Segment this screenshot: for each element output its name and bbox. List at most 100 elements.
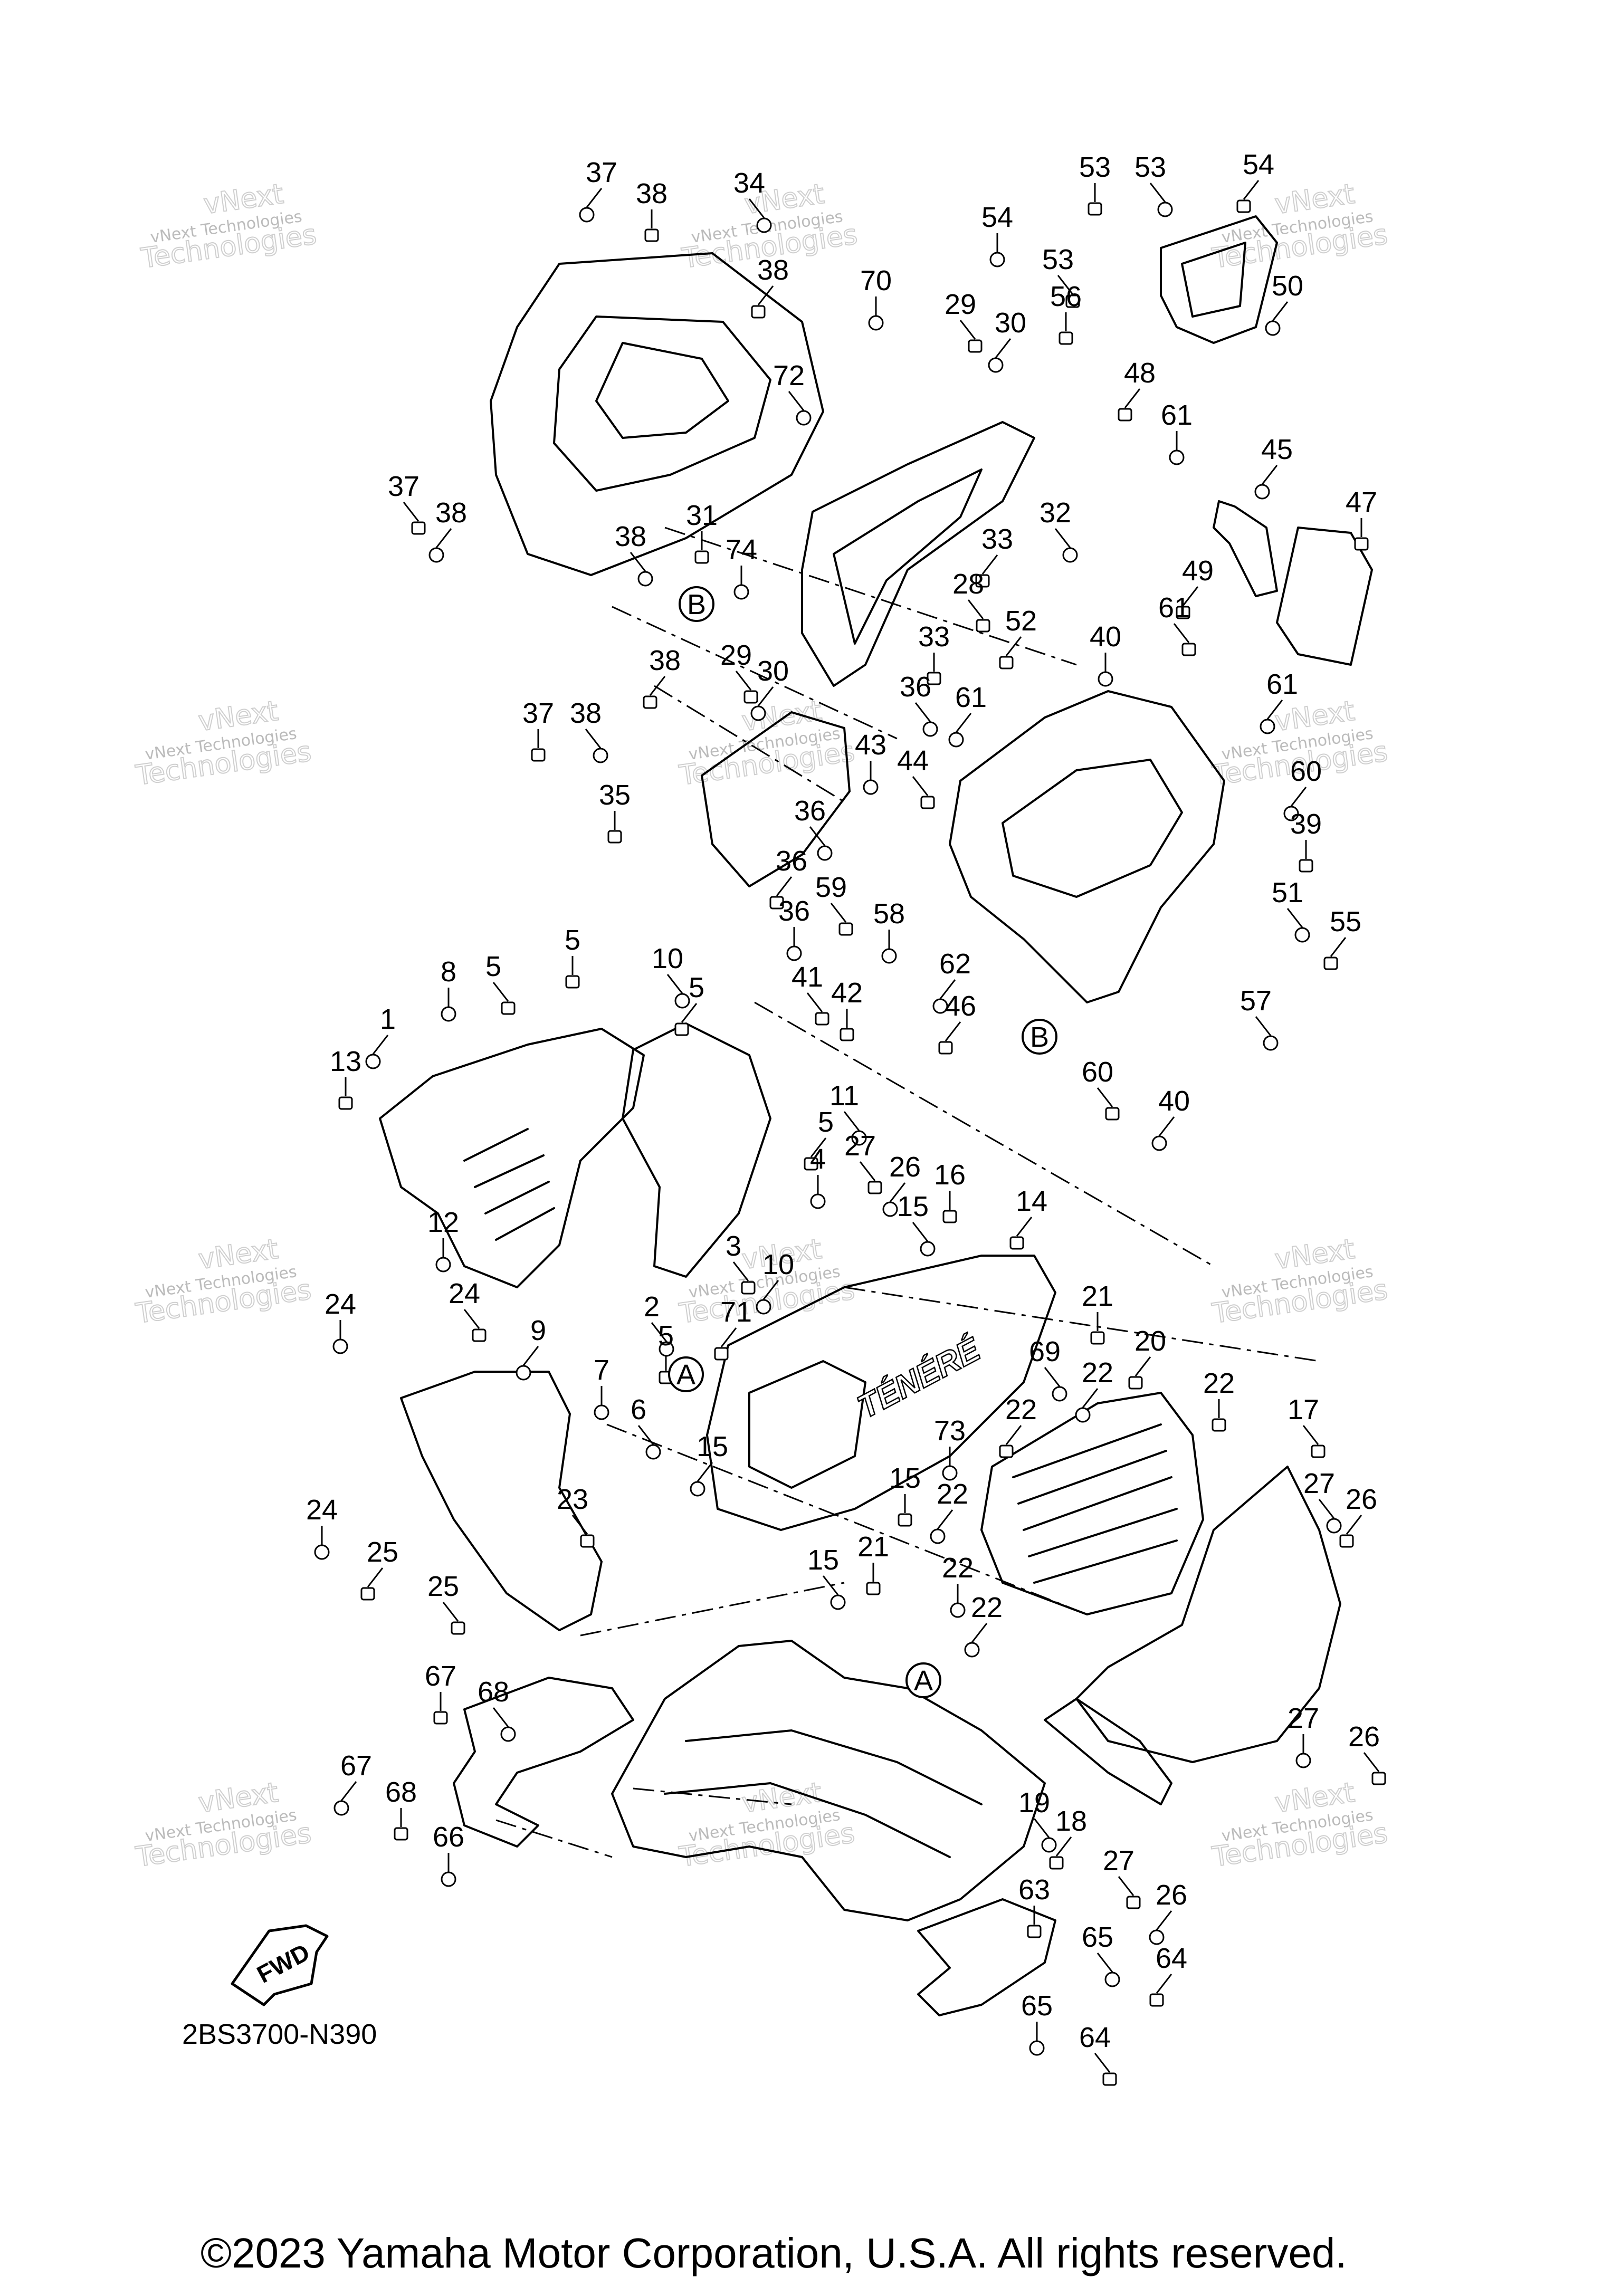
fastener-bolt [643,695,657,709]
fastener-washer [1283,806,1299,821]
callout-5: 5 [689,972,704,1003]
callout-15: 15 [807,1544,839,1576]
callout-19: 19 [1018,1787,1050,1819]
fastener-bolt [1354,537,1369,551]
callout-14: 14 [1016,1185,1047,1217]
leader-line [666,974,683,994]
leader-line [1005,636,1022,656]
callout-53: 53 [1042,244,1074,275]
leader-line [945,1021,961,1041]
leader-line [1286,908,1303,928]
leader-line [1156,1910,1172,1930]
fastener-bolt [938,1041,953,1055]
callout-33: 33 [981,523,1013,555]
fastener-washer [1265,320,1281,336]
fastener-bolt [1371,1772,1386,1785]
fastener-washer [1157,202,1173,217]
leader-line [1156,1974,1172,1994]
decal-text: TÉNÉRÉ [852,1331,987,1426]
leader-line [1096,1087,1113,1107]
leader-line [367,1567,384,1587]
callout-27: 27 [1103,1845,1134,1877]
frame-tubes [664,1729,983,1858]
fastener-bolt [751,305,766,319]
fastener-washer [500,1726,516,1742]
callout-5: 5 [658,1320,674,1352]
fastener-washer [830,1594,846,1610]
leader-line [955,713,972,733]
callout-37: 37 [586,157,617,188]
callout-22: 22 [937,1478,968,1510]
callout-33: 33 [918,621,950,653]
callout-39: 39 [1290,808,1322,840]
callout-40: 40 [1090,621,1121,653]
fastener-washer [948,732,964,748]
callout-8: 8 [441,956,456,988]
fastener-washer [333,1800,349,1816]
fastener-bolt [501,1001,516,1015]
fastener-bolt [999,1444,1014,1458]
copyright-notice: ©2023 Yamaha Motor Corporation, U.S.A. A… [201,2230,1347,2276]
engine-guard-63 [917,1898,1056,2016]
callout-5: 5 [485,951,501,982]
fastener-washer [942,1465,958,1481]
fastener-washer [988,357,1004,373]
grille-20-mesh [1012,1423,1178,1584]
fastener-bolt [644,228,659,242]
callout-71: 71 [720,1296,752,1328]
leader-line [403,502,419,522]
callout-17: 17 [1288,1394,1319,1426]
callout-22: 22 [1005,1394,1037,1426]
fastener-washer [1098,671,1113,687]
part-drawings [231,215,1373,2016]
callout-20: 20 [1134,1325,1166,1357]
leader-line [1243,180,1260,200]
callout-11: 11 [829,1080,859,1112]
leader-line [1302,1425,1319,1445]
fastener-bolt [694,550,709,564]
ref-letter: B [1030,1021,1049,1053]
fastener-washer [1295,1753,1311,1768]
callout-3: 3 [726,1230,741,1262]
headlight-housing [801,421,1035,687]
callout-25: 25 [367,1536,398,1568]
fastener-washer [817,845,833,861]
fastener-washer [1263,1035,1279,1051]
fastener-washer [881,948,897,964]
callout-61: 61 [1158,592,1190,624]
leader-line [748,198,765,218]
callout-22: 22 [1203,1367,1235,1399]
callout-38: 38 [570,697,602,729]
leader-line [435,528,452,548]
callout-43: 43 [855,729,886,761]
fastener-washer [868,315,884,331]
callout-27: 27 [1288,1702,1319,1734]
leader-line [776,876,793,896]
callout-9: 9 [530,1315,546,1346]
callout-69: 69 [1029,1336,1061,1367]
callout-65: 65 [1021,1990,1053,2022]
callout-44: 44 [897,745,929,777]
callout-61: 61 [1266,668,1298,700]
leader-line [720,1327,737,1347]
fastener-bolt [804,1157,818,1171]
leader-line [981,554,998,575]
callout-22: 22 [942,1552,974,1584]
callout-36: 36 [778,895,810,927]
fastener-bolt [1126,1896,1141,1909]
callout-62: 62 [939,948,971,980]
leader-line [1096,1953,1113,1973]
fastener-bolt [975,574,990,588]
callout-24: 24 [306,1494,338,1526]
fastener-bolt [1311,1444,1326,1458]
fastener-bolt [472,1328,487,1342]
callout-46: 46 [945,990,976,1022]
fastener-washer [1260,719,1275,734]
leader-line [1134,1356,1151,1376]
leader-line [522,1346,539,1366]
fastener-washer [1326,1518,1342,1534]
callout-12: 12 [427,1207,459,1238]
callout-61: 61 [1161,399,1193,431]
